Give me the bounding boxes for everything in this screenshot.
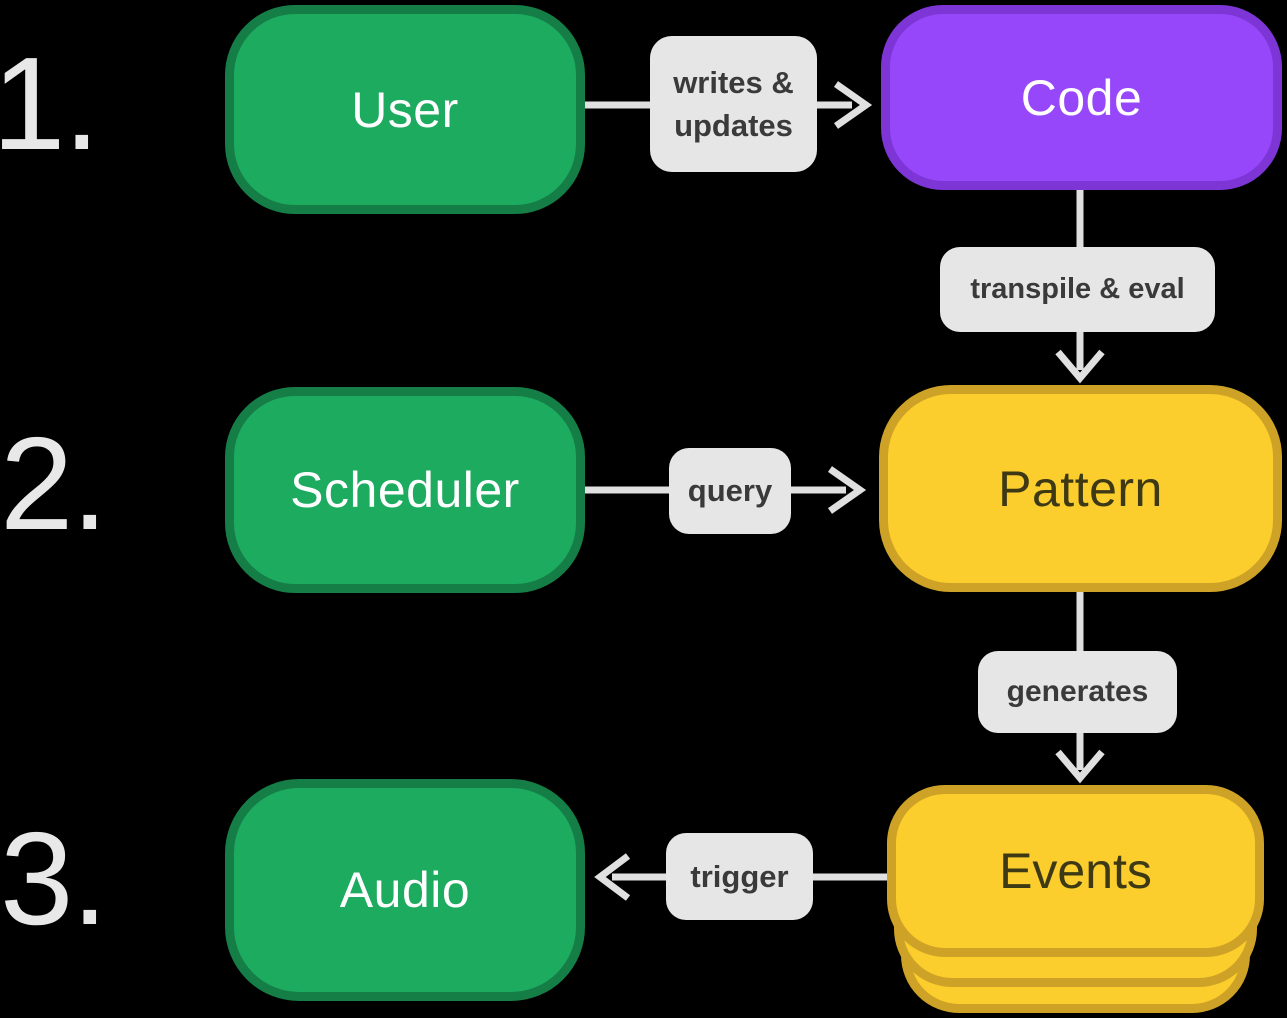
node-scheduler-label: Scheduler <box>290 462 520 518</box>
node-events: Events <box>880 785 1272 1018</box>
node-user: User <box>225 5 585 214</box>
node-user-label: User <box>351 81 459 138</box>
step-number-1: 1. <box>0 30 100 177</box>
events-card-top: Events <box>887 785 1264 957</box>
edge-label-trigger: trigger <box>666 833 813 920</box>
edge-label-generates: generates <box>978 651 1177 733</box>
step-number-2: 2. <box>0 410 108 557</box>
edge-label-writes-updates: writes & updates <box>650 36 817 172</box>
arrow-pattern-to-events <box>1055 592 1105 784</box>
edge-label-transpile-eval: transpile & eval <box>940 247 1215 332</box>
node-audio-label: Audio <box>339 862 471 918</box>
arrow-scheduler-to-pattern <box>585 466 867 514</box>
node-events-label: Events <box>999 843 1152 899</box>
node-code-label: Code <box>1020 69 1143 126</box>
edge-label-query: query <box>669 448 791 534</box>
node-code: Code <box>881 5 1282 190</box>
arrow-code-to-pattern <box>1055 190 1105 384</box>
arrow-events-to-audio <box>594 853 887 901</box>
step-number-3: 3. <box>0 805 108 952</box>
node-audio: Audio <box>225 779 585 1001</box>
node-scheduler: Scheduler <box>225 387 585 593</box>
arrow-user-to-code <box>585 81 873 129</box>
node-pattern: Pattern <box>879 385 1282 592</box>
node-pattern-label: Pattern <box>998 460 1163 517</box>
